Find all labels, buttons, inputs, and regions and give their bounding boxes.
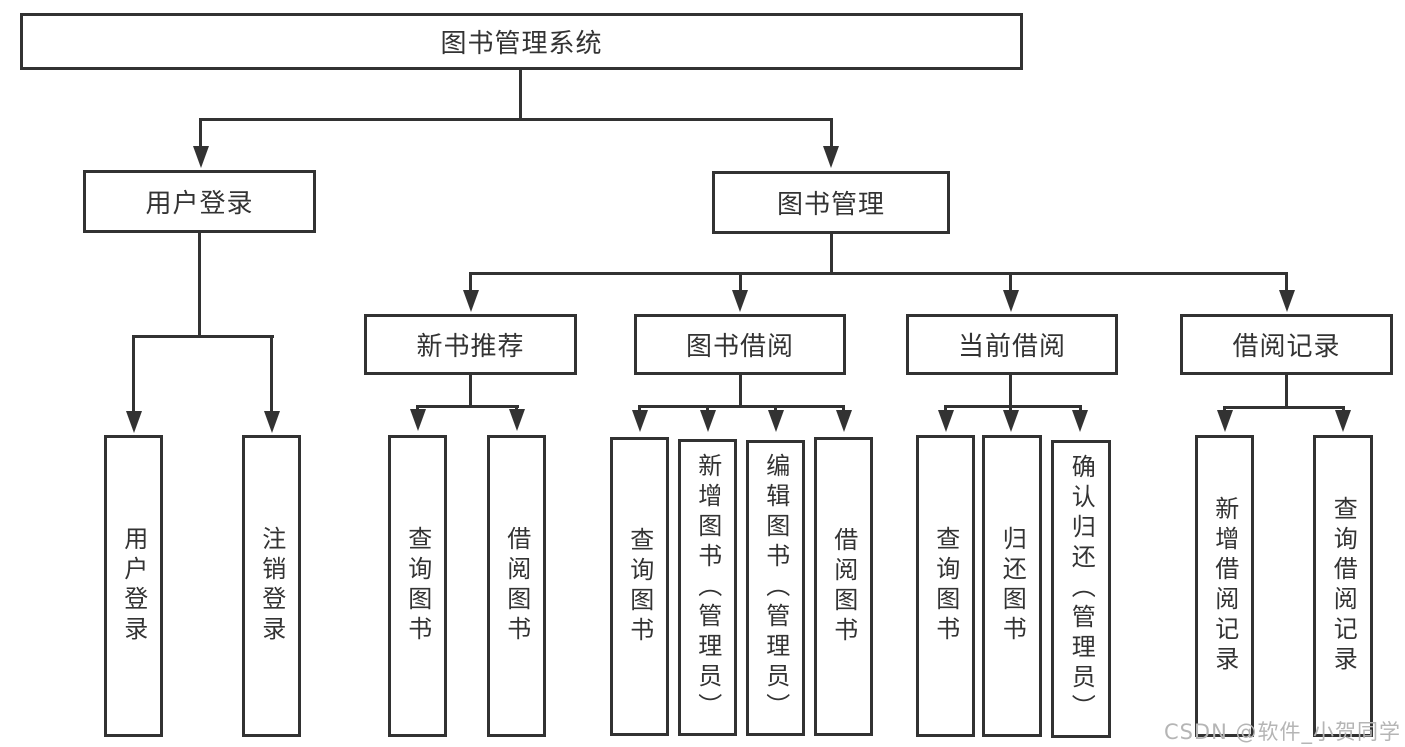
node-borrow-records: 借阅记录 (1180, 314, 1393, 375)
leaf-add-book-admin: 新增图书（管理员） (678, 439, 737, 736)
line-segment (638, 405, 641, 411)
line-segment (829, 234, 833, 273)
line-segment (416, 405, 519, 408)
line-segment (1009, 375, 1012, 406)
node-user-login: 用户登录 (83, 170, 316, 233)
leaf-query-books-borrowing: 查询图书 (610, 437, 669, 736)
line-segment (706, 405, 709, 411)
leaf-query-books-recommend: 查询图书 (388, 435, 447, 737)
line-segment (515, 405, 518, 411)
line-segment (469, 272, 1288, 275)
leaf-confirm-return-admin: 确认归还（管理员） (1051, 440, 1111, 738)
node-new-book-recommend: 新书推荐 (364, 314, 577, 375)
line-segment (1009, 272, 1012, 291)
line-segment (1285, 375, 1288, 407)
leaf-query-books-current: 查询图书 (916, 435, 975, 737)
arrowhead (1002, 290, 1019, 312)
arrowhead (508, 409, 525, 431)
line-segment (199, 118, 832, 121)
line-segment (199, 118, 202, 148)
arrowhead (462, 290, 479, 312)
csdn-watermark: CSDN @软件_小贺同学 (1163, 720, 1401, 744)
arrowhead (937, 410, 954, 432)
line-segment (738, 272, 742, 291)
arrowhead (1216, 410, 1233, 432)
arrowhead (125, 411, 142, 433)
leaf-edit-book-admin: 编辑图书（管理员） (746, 440, 805, 736)
line-segment (1285, 272, 1288, 291)
arrowhead (835, 410, 852, 432)
leaf-query-borrow-record: 查询借阅记录 (1313, 435, 1373, 737)
arrowhead (732, 290, 748, 312)
arrowhead (192, 146, 209, 168)
line-segment (829, 118, 833, 148)
node-book-borrowing: 图书借阅 (634, 314, 846, 375)
leaf-user-login: 用户登录 (104, 435, 163, 737)
arrowhead (263, 411, 280, 433)
arrowhead (1002, 410, 1019, 432)
leaf-add-borrow-record: 新增借阅记录 (1195, 435, 1254, 737)
arrowhead (823, 146, 839, 168)
leaf-borrow-books-borrowing: 借阅图书 (814, 437, 873, 736)
line-segment (944, 405, 947, 411)
arrowhead (1072, 410, 1088, 432)
line-segment (270, 335, 273, 412)
line-segment (469, 272, 472, 291)
line-segment (469, 375, 472, 406)
node-book-management: 图书管理 (712, 171, 950, 234)
line-segment (132, 335, 274, 338)
arrowhead (1278, 290, 1295, 312)
line-segment (132, 335, 135, 412)
line-segment (738, 375, 742, 406)
line-segment (774, 405, 777, 411)
line-segment (638, 405, 845, 408)
line-segment (944, 405, 1082, 408)
arrowhead (767, 410, 784, 432)
node-root: 图书管理系统 (20, 13, 1023, 70)
leaf-logout: 注销登录 (242, 435, 301, 737)
arrowhead (631, 410, 648, 432)
arrowhead (1335, 410, 1351, 432)
line-segment (1223, 406, 1226, 412)
node-current-borrowing: 当前借阅 (906, 314, 1118, 375)
arrowhead (409, 409, 426, 431)
leaf-borrow-books-recommend: 借阅图书 (487, 435, 546, 737)
line-segment (842, 405, 845, 411)
line-segment (198, 233, 201, 336)
leaf-return-book: 归还图书 (982, 435, 1042, 737)
arrowhead (699, 410, 716, 432)
line-segment (416, 405, 419, 411)
line-segment (1223, 406, 1345, 409)
line-segment (518, 70, 522, 119)
line-segment (1009, 405, 1012, 411)
line-segment (1078, 405, 1082, 411)
line-segment (1341, 406, 1345, 412)
